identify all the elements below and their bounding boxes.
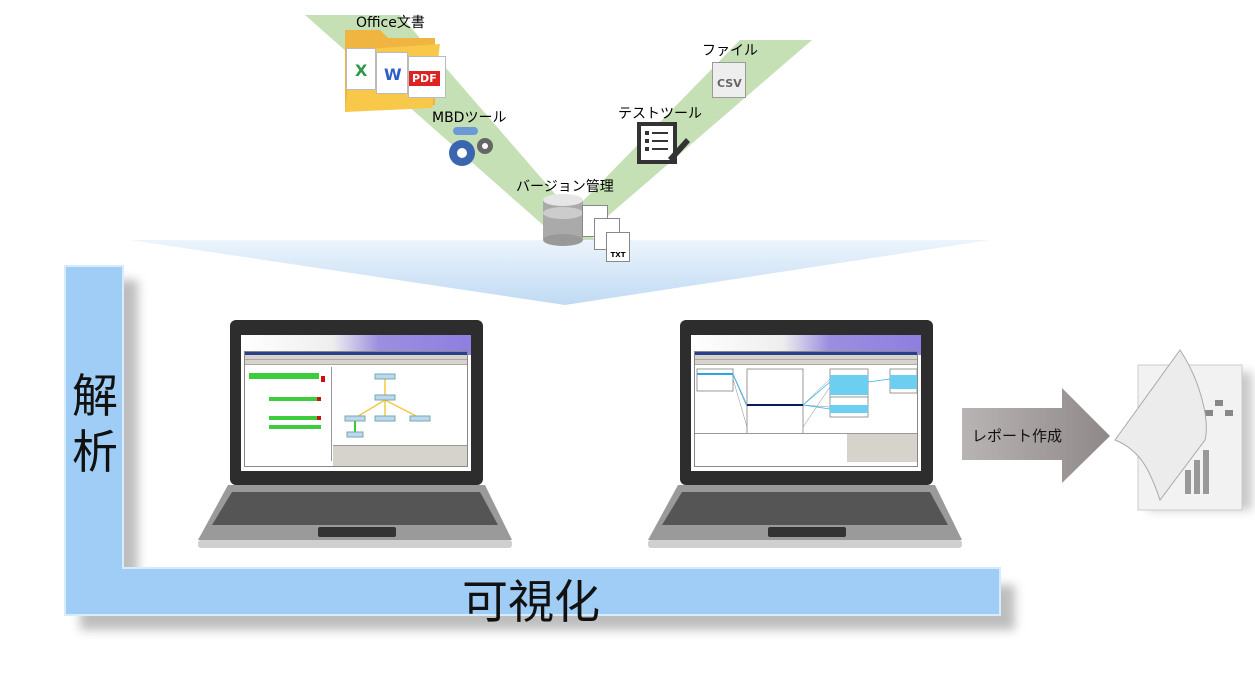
report-document-icon bbox=[1114, 349, 1252, 511]
csv-label: CSV bbox=[717, 77, 742, 90]
label-version-control: バージョン管理 bbox=[516, 179, 614, 195]
gear-icon bbox=[449, 127, 493, 166]
label-mbd-tool: MBDツール bbox=[432, 110, 507, 126]
laptop-right-screen bbox=[691, 335, 921, 471]
label-visualization: 可視化 bbox=[462, 575, 600, 629]
database-icon bbox=[543, 194, 583, 246]
report-arrow bbox=[962, 388, 1110, 483]
excel-letter: X bbox=[355, 61, 368, 80]
test-checklist-icon bbox=[637, 122, 690, 164]
txt-label: TXT bbox=[610, 251, 626, 259]
data-funnel-glow bbox=[130, 240, 990, 305]
txt-file-icon: TXT bbox=[606, 232, 630, 262]
label-analysis: 解析 bbox=[72, 369, 118, 479]
label-office-docs: Office文書 bbox=[356, 15, 425, 31]
label-report-creation: レポート作成 bbox=[972, 427, 1063, 445]
word-letter: W bbox=[384, 65, 402, 84]
pdf-label: PDF bbox=[409, 71, 440, 86]
word-file-icon: W bbox=[376, 52, 408, 94]
excel-file-icon: X bbox=[346, 48, 376, 90]
laptop-left-screen bbox=[241, 335, 471, 471]
csv-file-icon: CSV bbox=[712, 62, 746, 98]
label-test-tool: テストツール bbox=[618, 106, 702, 122]
label-file: ファイル bbox=[702, 43, 758, 59]
analysis-visualization-axis bbox=[64, 265, 1001, 616]
pdf-file-icon: PDF bbox=[408, 56, 446, 98]
